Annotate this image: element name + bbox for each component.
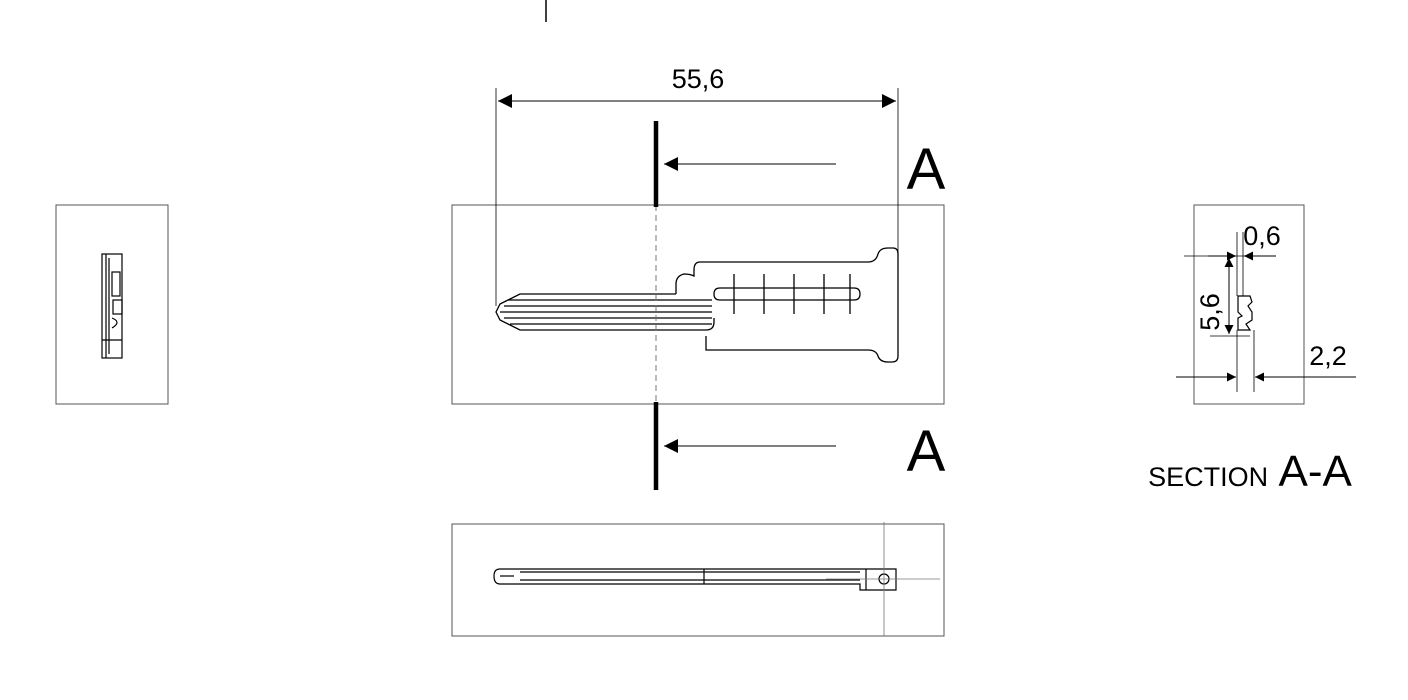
section-caption-prefix: SECTION: [1148, 462, 1268, 492]
thickness-label: 0,6: [1243, 221, 1281, 251]
front-view-frame: [451, 204, 945, 405]
side-view-frame: [55, 204, 169, 405]
side-view-left: [55, 204, 169, 405]
section-view: 0,6 5,6 2,2 SECTION A-A: [1148, 204, 1356, 496]
section-marker-bottom: A: [653, 402, 946, 490]
bottom-view: [451, 522, 945, 637]
section-view-frame: [1193, 204, 1305, 405]
key-outline: [495, 247, 899, 363]
bottom-view-frame: [451, 523, 945, 637]
overall-length-label: 55,6: [672, 64, 725, 94]
section-marker-top: A: [653, 121, 946, 207]
section-marker-top-label: A: [907, 137, 946, 202]
height-label: 5,6: [1195, 293, 1225, 331]
width-label: 2,2: [1309, 341, 1347, 371]
section-caption: SECTION A-A: [1148, 447, 1352, 496]
front-view: 55,6: [451, 64, 946, 490]
side-view-key-profile: [101, 253, 123, 359]
bottom-view-key-profile: [493, 568, 897, 591]
section-profile: [1237, 295, 1253, 331]
section-caption-label: A-A: [1279, 447, 1353, 496]
section-marker-bottom-label: A: [907, 419, 946, 484]
